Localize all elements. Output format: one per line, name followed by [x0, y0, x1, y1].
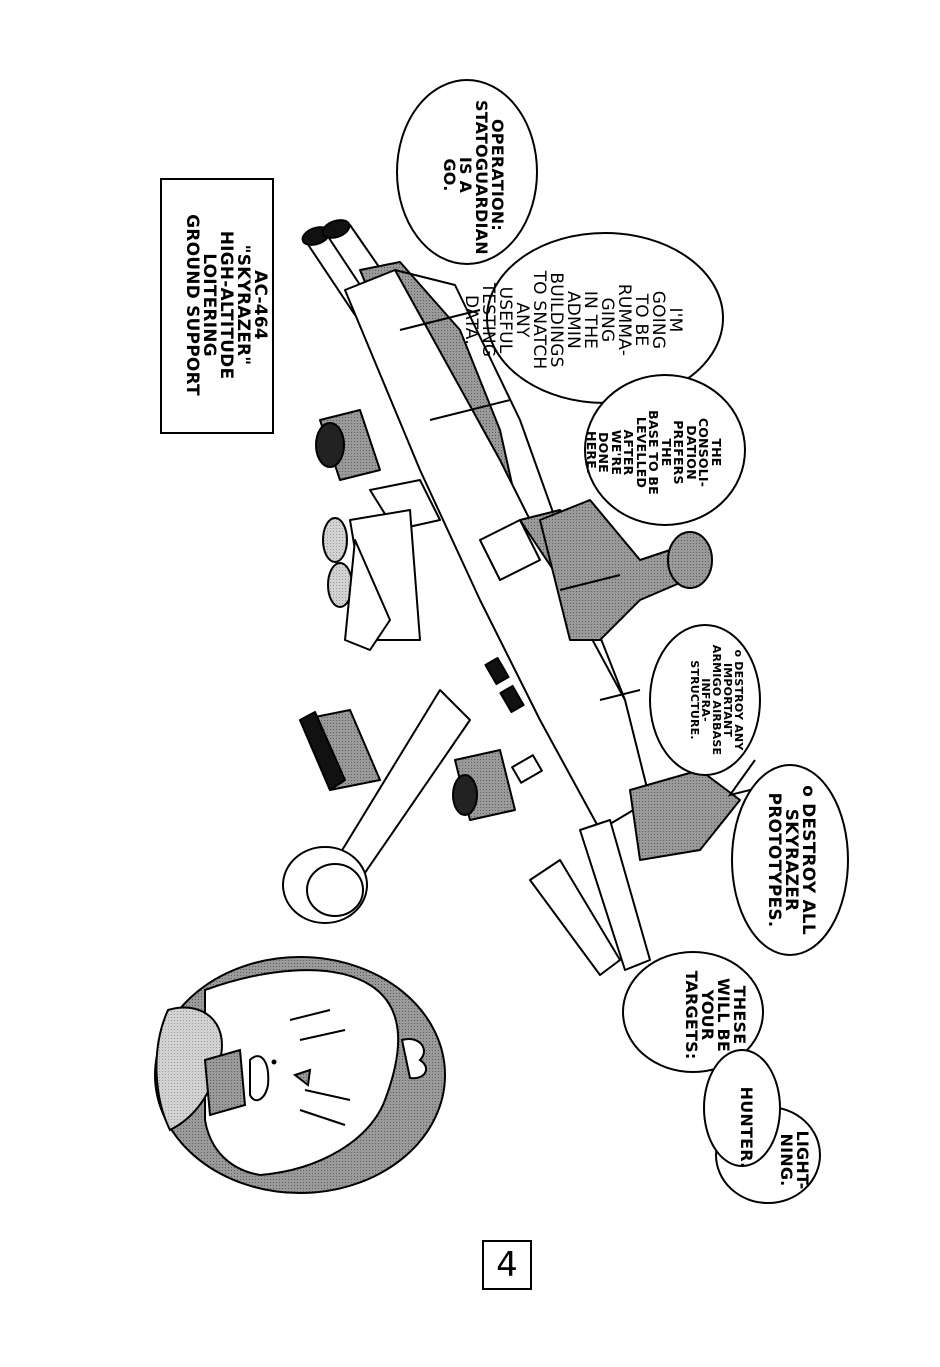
bubble-hunter: HUNTER. — [737, 1085, 756, 1170]
bubble-operation-text: OPERATION: STATOGUARDIAN IS A GO. — [440, 100, 507, 255]
bubble-infrastructure-text: o DESTROY ANY IMPORTANT ARMIGO AIRBASE I… — [688, 644, 745, 756]
bubble-shapes — [396, 79, 849, 1204]
aircraft-caption-box — [160, 178, 274, 434]
bubble-targets-shape — [622, 951, 764, 1073]
bubble-lightning-text: LIGHT- NING. — [777, 1130, 812, 1190]
aircraft-illustration — [282, 219, 741, 976]
bubble-lightning: LIGHT- NING. — [777, 1130, 812, 1190]
bubble-prototypes: o DESTROY ALL SKYRAZER PROTOTYPES. — [764, 780, 818, 940]
bubble-infrastructure: o DESTROY ANY IMPORTANT ARMIGO AIRBASE I… — [688, 635, 745, 765]
bubble-consolidation: THE CONSOLI- DATION PREFERS THE BASE TO … — [584, 390, 724, 515]
bubble-targets-text: THESE WILL BE YOUR TARGETS: — [682, 970, 749, 1060]
bubble-rummaging: I'M GOING TO BE RUMMA- GING IN THE ADMIN… — [461, 240, 685, 400]
bubble-operation: OPERATION: STATOGUARDIAN IS A GO. — [440, 100, 507, 255]
character-portrait — [154, 956, 446, 1194]
bubble-prototypes-shape — [731, 764, 849, 956]
bubble-operation-shape — [396, 79, 538, 265]
bubble-hunter-text: HUNTER. — [737, 1086, 756, 1169]
bubble-rummaging-text: I'M GOING TO BE RUMMA- GING IN THE ADMIN… — [461, 270, 685, 370]
aircraft-caption: AC-464 "SKYRAZER" HIGH-ALTITUDE LOITERIN… — [182, 214, 270, 396]
bubble-targets: THESE WILL BE YOUR TARGETS: — [682, 965, 749, 1065]
bubble-consolidation-shape — [584, 374, 746, 526]
bubble-hunter-shape — [703, 1049, 781, 1167]
bubble-prototypes-text: o DESTROY ALL SKYRAZER PROTOTYPES. — [764, 785, 818, 935]
caption-text-wrap: AC-464 "SKYRAZER" HIGH-ALTITUDE LOITERIN… — [182, 190, 270, 420]
bubble-consolidation-text: THE CONSOLI- DATION PREFERS THE BASE TO … — [584, 410, 724, 495]
bubble-infrastructure-shape — [649, 624, 761, 776]
page-number: 4 — [482, 1240, 532, 1290]
